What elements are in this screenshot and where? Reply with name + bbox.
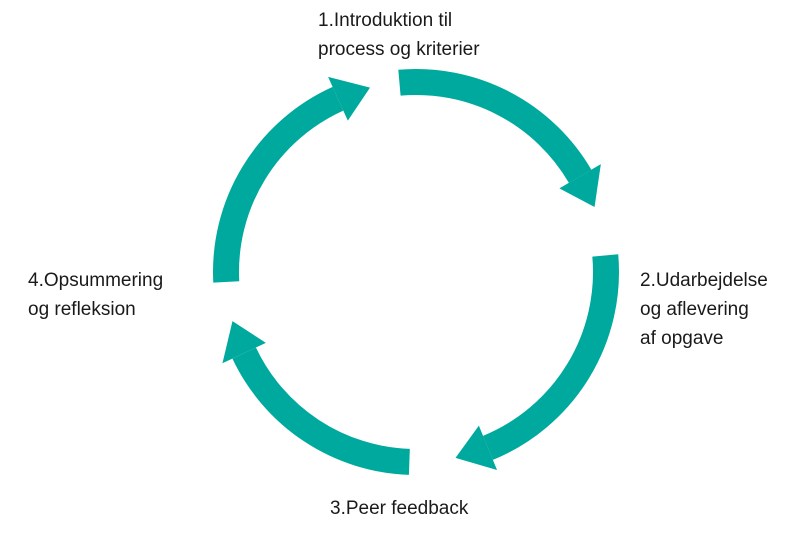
step-3-line-1: 3.Peer feedback xyxy=(330,498,469,519)
step-4-line-2: og refleksion xyxy=(28,299,136,320)
step-2-label: 2.Udarbejdelse og aflevering af opgave xyxy=(640,266,768,353)
arrow-step-4-to-1-body xyxy=(213,86,344,283)
arrow-step-2-to-3-head xyxy=(455,425,498,471)
arrow-step-3-to-4-head xyxy=(222,321,266,364)
cycle-arrows xyxy=(213,69,619,475)
arrow-step-4-to-1-head xyxy=(328,76,371,121)
step-2-line-3: af opgave xyxy=(640,328,724,349)
arrow-step-2-to-3-body xyxy=(482,254,619,460)
step-1-line-1: 1.Introduktion til xyxy=(318,10,453,31)
step-2-line-2: og aflevering xyxy=(640,299,749,320)
step-4-line-1: 4.Opsummering xyxy=(28,270,164,291)
arrow-step-1-to-2-head xyxy=(559,164,601,208)
step-3-label: 3.Peer feedback xyxy=(330,494,468,523)
step-2-line-1: 2.Udarbejdelse xyxy=(640,270,768,291)
step-1-line-2: process og kriterier xyxy=(318,39,480,60)
arrow-step-3-to-4-body xyxy=(232,347,410,475)
arrow-step-1-to-2-body xyxy=(398,69,592,183)
step-4-label: 4.Opsummering og refleksion xyxy=(28,266,163,324)
step-1-label: 1.Introduktion til process og kriterier xyxy=(318,6,480,64)
